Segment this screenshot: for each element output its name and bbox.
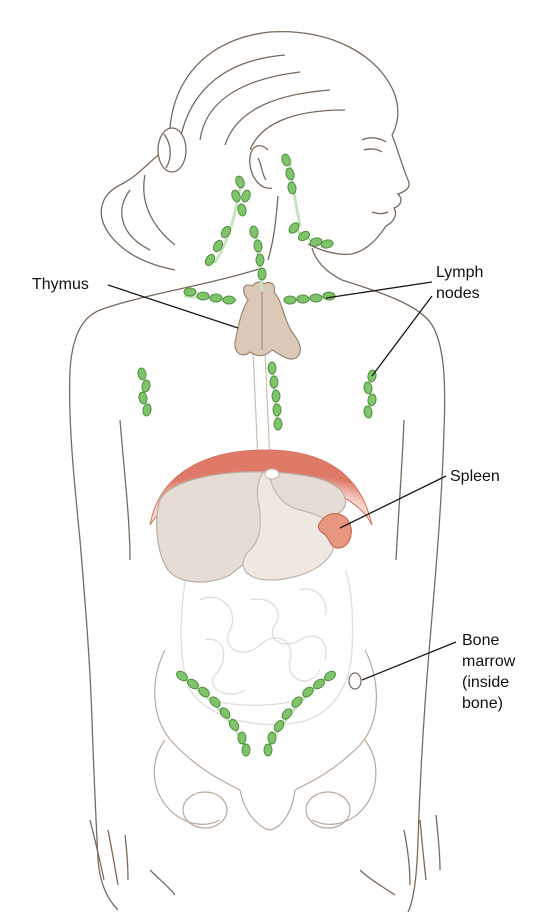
body-outline [70, 268, 445, 912]
thymus-leader-line [108, 285, 238, 328]
bone-marrow-label-line-4: bone) [462, 693, 515, 714]
lymph-nodes-label-line-2: nodes [436, 283, 483, 304]
spleen-label: Spleen [450, 466, 500, 487]
bone-marrow-marker [349, 673, 361, 689]
head-outline [250, 135, 409, 280]
thymus-label: Thymus [32, 274, 89, 295]
lymph-nodes-label: Lymph nodes [436, 262, 483, 304]
bone-marrow-leader-line [362, 642, 456, 680]
gallbladder [265, 469, 279, 479]
lymph-nodes-leader-line-top [326, 282, 432, 298]
hair [101, 32, 398, 270]
intestines [181, 570, 352, 725]
lymph-nodes-label-line-1: Lymph [436, 262, 483, 283]
bone-marrow-label: Bone marrow (inside bone) [462, 630, 515, 714]
bone-marrow-label-line-2: marrow [462, 651, 515, 672]
lymph-nodes-leader-line-bottom [372, 296, 432, 376]
bone-marrow-label-line-1: Bone [462, 630, 515, 651]
thymus [235, 282, 300, 359]
bone-marrow-label-line-3: (inside [462, 672, 515, 693]
